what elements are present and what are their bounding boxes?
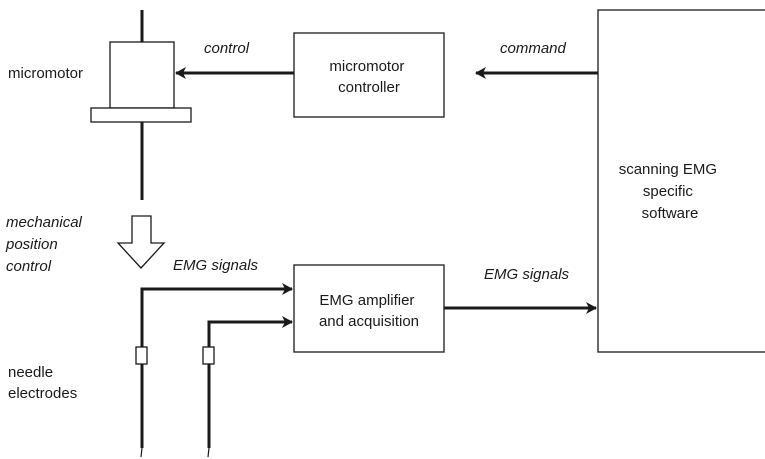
electrode-2-wire bbox=[207, 316, 293, 347]
scanning-software-label: scanning EMG specific software bbox=[619, 161, 722, 222]
scanning-software-line-1: scanning EMG bbox=[619, 161, 717, 178]
electrode-1-wire bbox=[140, 283, 293, 347]
control-label: control bbox=[204, 40, 250, 57]
needle-electrode-1-tip bbox=[140, 447, 143, 458]
mechanical-position-control-line-3: control bbox=[6, 258, 52, 275]
emg-signals-left-label: EMG signals bbox=[173, 257, 259, 274]
needle-electrode-1-sleeve bbox=[135, 346, 148, 365]
needle-electrodes-line-2: electrodes bbox=[8, 385, 77, 402]
emg-amplifier-line-2: and acquisition bbox=[319, 313, 419, 330]
micromotor-body bbox=[109, 41, 175, 109]
micromotor-controller-line-1: micromotor bbox=[329, 58, 404, 75]
emg-amplifier-line-1: EMG amplifier bbox=[319, 292, 414, 309]
scanning-software-line-2: specific bbox=[643, 183, 694, 200]
needle-electrode-2-tip bbox=[207, 447, 210, 458]
needle-electrode-2-sleeve bbox=[202, 346, 215, 365]
micromotor-base bbox=[90, 107, 192, 123]
emg-signals-right-label: EMG signals bbox=[484, 266, 570, 283]
micromotor-controller-line-2: controller bbox=[338, 79, 400, 96]
needle-electrodes-label: needle electrodes bbox=[8, 364, 77, 402]
emg-amplifier-label: EMG amplifier and acquisition bbox=[319, 292, 419, 330]
mechanical-position-control-line-2: position bbox=[5, 236, 58, 253]
scanning-software-box bbox=[597, 9, 765, 353]
needle-electrodes-line-1: needle bbox=[8, 364, 53, 381]
micromotor-controller-label: micromotor controller bbox=[329, 58, 408, 96]
command-label: command bbox=[500, 40, 567, 57]
micromotor-label: micromotor bbox=[8, 65, 83, 82]
micromotor-controller-box bbox=[293, 32, 445, 118]
mechanical-position-down-arrow bbox=[116, 215, 166, 269]
scanning-software-line-3: software bbox=[642, 205, 699, 222]
mechanical-position-control-label: mechanical position control bbox=[5, 214, 86, 275]
emg-amplifier-box bbox=[293, 264, 445, 353]
mechanical-position-control-line-1: mechanical bbox=[6, 214, 83, 231]
